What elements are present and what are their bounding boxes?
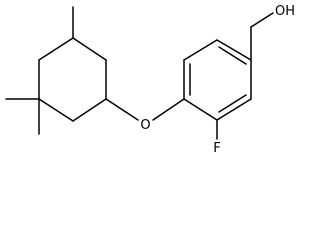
bond-c1-c2 <box>72 37 107 61</box>
bond-ar5-ar6-inner <box>218 94 247 113</box>
bond-ar6-ar1 <box>183 98 218 121</box>
bond-ar3-ar4-inner <box>218 46 247 65</box>
hydroxyl-label: OH <box>275 4 295 19</box>
bond-c3-c4 <box>72 98 107 122</box>
bond-ar5-ar6 <box>216 98 252 121</box>
bond-oxygen-to-aryl <box>152 98 185 121</box>
bond-ch2-oh <box>250 12 274 28</box>
bond-ar2-ar3 <box>183 39 218 61</box>
molecule-drawing: O F OH <box>5 4 295 156</box>
bond-c6-c1 <box>38 37 74 61</box>
fluorine-label: F <box>213 141 220 156</box>
bond-ar3-ar4 <box>216 39 252 61</box>
bond-c4-c5 <box>38 98 74 122</box>
bond-ring-to-oxygen <box>105 98 139 121</box>
structure-canvas: O F OH <box>5 4 296 156</box>
ether-oxygen-label: O <box>140 118 150 133</box>
